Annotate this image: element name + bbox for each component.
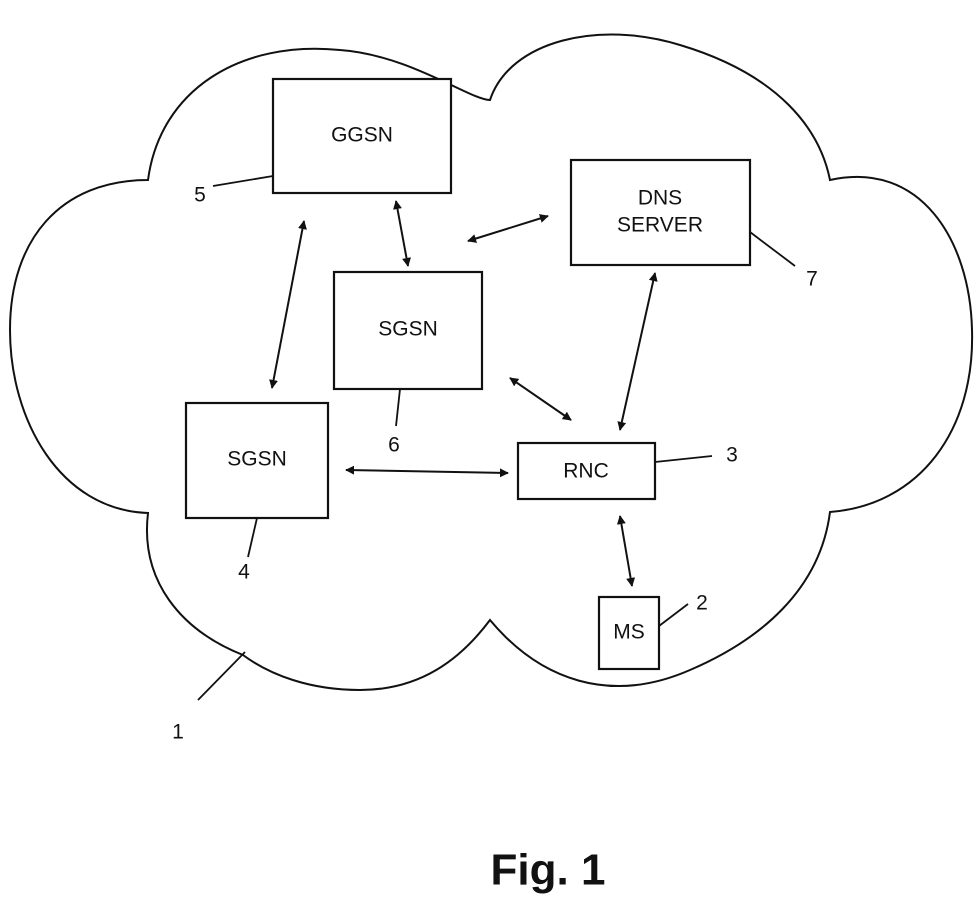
ms-ref-leader	[658, 603, 689, 627]
ggsn-node: GGSN	[271, 77, 453, 195]
ggsn-box	[271, 77, 453, 195]
sgsn-center-ref-number: 6	[388, 434, 400, 457]
network-cloud	[8, 33, 974, 692]
dns-server-label-line1: DNS	[638, 187, 682, 210]
cloud-ref-number: 1	[172, 721, 184, 744]
cloud-ref-leader	[197, 651, 246, 701]
rnc-node: RNC	[516, 441, 657, 501]
arrow-ggsn-sgsn-left	[269, 220, 307, 389]
dns-server-box	[569, 158, 752, 267]
rnc-ref-leader	[654, 455, 713, 463]
dns-server-ref-leader	[749, 231, 796, 267]
sgsn-left-box	[184, 401, 330, 520]
arrow-rnc-ms	[616, 515, 636, 587]
arrow-dns-server-rnc	[617, 272, 658, 431]
ms-box	[597, 595, 661, 671]
arrow-ggsn-sgsn-center	[393, 200, 411, 267]
rnc-box	[516, 441, 657, 501]
ms-label: MS	[613, 621, 645, 644]
arrow-sgsn-center-dns-server	[467, 214, 549, 243]
rnc-ref-number: 3	[726, 444, 738, 467]
dns-server-ref-number: 7	[806, 268, 818, 291]
sgsn-left-ref-leader	[247, 517, 258, 558]
dns-server-node: DNS SERVER	[569, 158, 752, 267]
ms-node: MS	[597, 595, 661, 671]
ggsn-ref-leader	[212, 175, 274, 187]
figure-caption: Fig. 1	[491, 846, 606, 895]
sgsn-left-ref-number: 4	[238, 561, 250, 584]
sgsn-left-label: SGSN	[227, 448, 287, 471]
sgsn-center-label: SGSN	[378, 318, 438, 341]
dns-server-label-line2: SERVER	[617, 214, 703, 237]
arrow-sgsn-left-rnc	[345, 465, 509, 478]
sgsn-center-ref-leader	[395, 388, 401, 427]
ms-ref-number: 2	[696, 592, 708, 615]
arrow-sgsn-center-rnc	[509, 377, 572, 421]
sgsn-center-node: SGSN	[332, 270, 484, 391]
ggsn-label: GGSN	[331, 124, 393, 147]
sgsn-left-node: SGSN	[184, 401, 330, 520]
rnc-label: RNC	[563, 460, 609, 483]
sgsn-center-box	[332, 270, 484, 391]
ggsn-ref-number: 5	[194, 184, 206, 207]
